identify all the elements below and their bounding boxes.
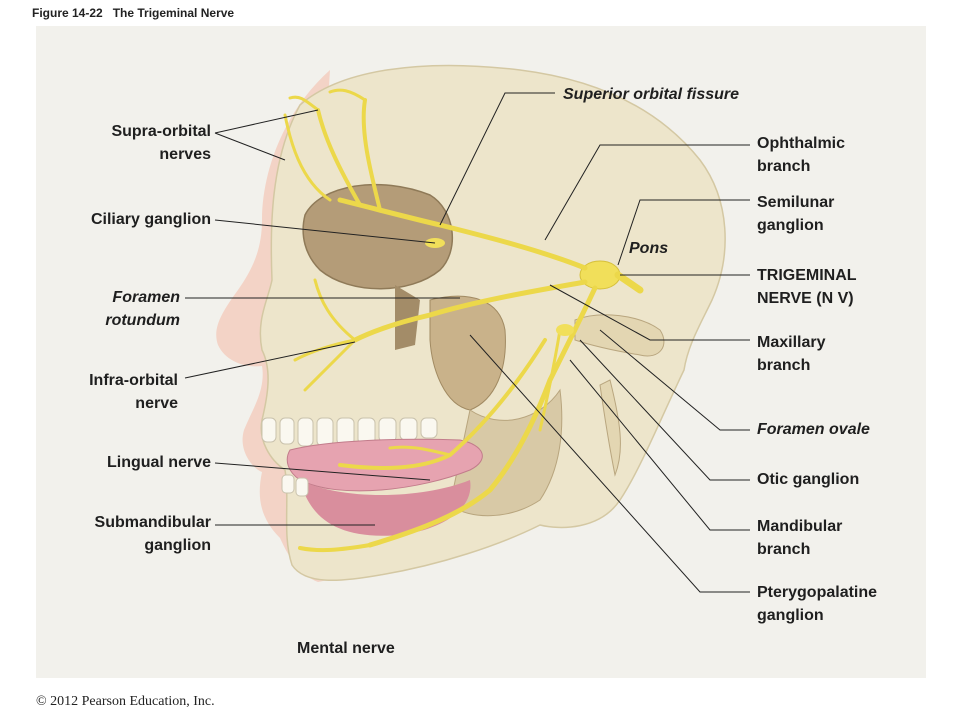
label-line: TRIGEMINAL <box>757 267 857 284</box>
label-foramen-ovale: Foramen ovale <box>757 421 870 438</box>
label-semilunar-ganglion: Semilunar ganglion <box>757 191 834 237</box>
label-trigeminal-nerve: TRIGEMINAL NERVE (N V) <box>757 264 857 310</box>
label-line: Foramen <box>112 289 180 306</box>
maxillary-cut <box>429 295 506 411</box>
otic-ganglion-shape <box>556 324 574 336</box>
label-supra-orbital-nerves: Supra-orbital nerves <box>111 120 211 166</box>
label-line: Mandibular <box>757 518 843 535</box>
semilunar-ganglion-shape <box>579 260 621 290</box>
label-line: rotundum <box>105 312 180 329</box>
label-maxillary-branch: Maxillary branch <box>757 331 825 377</box>
label-line: NERVE (N V) <box>757 290 854 307</box>
label-submandibular-ganglion: Submandibular ganglion <box>95 511 211 557</box>
lower-mouth <box>300 480 471 536</box>
label-line: Ophthalmic <box>757 135 846 152</box>
figure-title: Figure 14-22 The Trigeminal Nerve <box>32 6 234 20</box>
label-line: Submandibular <box>94 514 211 531</box>
zygomatic-process <box>574 314 665 357</box>
label-line: Supra-orbital <box>111 123 211 140</box>
nasal-cavity <box>395 285 420 350</box>
figure-number: Figure 14-22 <box>32 6 103 20</box>
label-line: Infra-orbital <box>89 372 178 389</box>
label-mental-nerve: Mental nerve <box>297 640 395 657</box>
label-line: branch <box>757 357 811 374</box>
label-infra-orbital-nerve: Infra-orbital nerve <box>89 369 178 415</box>
label-line: nerves <box>159 146 211 163</box>
label-otic-ganglion: Otic ganglion <box>757 471 860 488</box>
label-pterygopalatine-ganglion: Pterygopalatine ganglion <box>757 581 877 627</box>
copyright-notice: © 2012 Pearson Education, Inc. <box>36 694 215 709</box>
label-line: ganglion <box>757 217 824 234</box>
label-ciliary-ganglion: Ciliary ganglion <box>90 211 211 228</box>
label-line: branch <box>757 541 811 558</box>
label-foramen-rotundum: Foramen rotundum <box>105 286 180 332</box>
label-lingual-nerve: Lingual nerve <box>106 454 211 471</box>
label-line: ganglion <box>757 607 824 624</box>
label-mandibular-branch: Mandibular branch <box>757 515 842 561</box>
figure-name: The Trigeminal Nerve <box>112 6 235 20</box>
styloid-process <box>599 379 621 477</box>
lower-teeth <box>281 474 309 497</box>
upper-teeth <box>261 417 438 447</box>
label-pons: Pons <box>629 240 669 257</box>
label-line: Pterygopalatine <box>757 584 878 601</box>
label-line: nerve <box>135 395 178 412</box>
label-superior-orbital-fissure: Superior orbital fissure <box>563 86 740 103</box>
label-ophthalmic-branch: Ophthalmic branch <box>757 132 845 178</box>
label-line: branch <box>757 158 811 175</box>
label-line: Semilunar <box>757 194 835 211</box>
leader-lines <box>184 92 750 593</box>
label-line: Maxillary <box>757 334 826 351</box>
label-line: ganglion <box>144 537 211 554</box>
